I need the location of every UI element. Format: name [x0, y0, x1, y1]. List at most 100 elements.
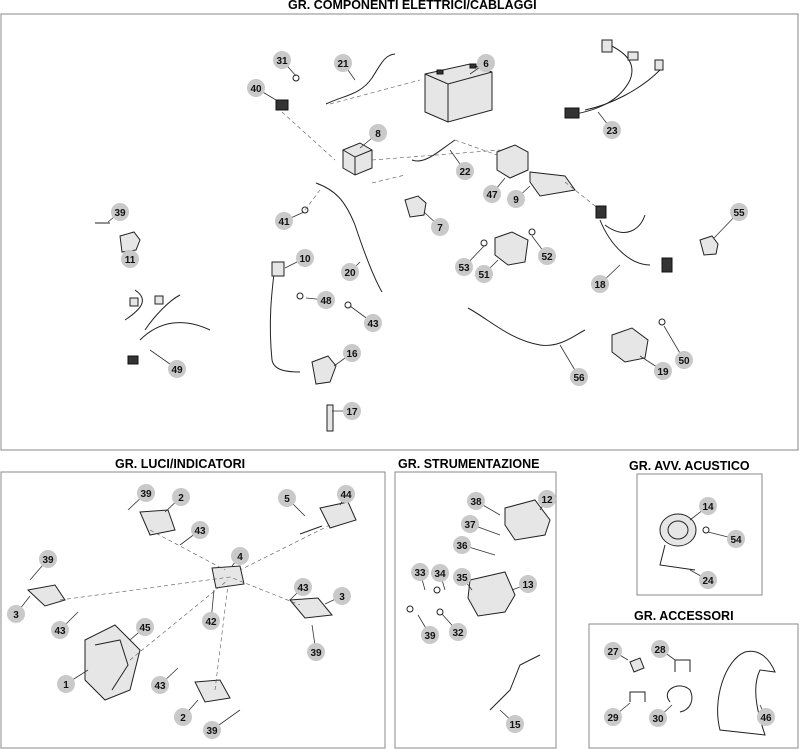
svg-text:43: 43 [297, 583, 309, 594]
callout-43: 43 [151, 676, 169, 694]
svg-text:24: 24 [702, 576, 714, 587]
callout-30: 30 [649, 709, 667, 727]
callout-28: 28 [651, 640, 669, 658]
regulator-part [496, 144, 576, 197]
svg-text:2: 2 [180, 713, 186, 724]
svg-text:41: 41 [278, 217, 290, 228]
part-55 [699, 235, 719, 256]
svg-text:35: 35 [456, 573, 468, 584]
sensor-cable-part [269, 264, 301, 373]
callouts-electrical: 31 21 6 40 8 22 23 47 9 7 39 41 10 11 53… [111, 51, 748, 420]
cover-part [404, 195, 427, 218]
part-41 [301, 206, 309, 214]
svg-text:42: 42 [205, 617, 217, 628]
part-13 [467, 571, 516, 617]
group-title-horn: GR. AVV. ACUSTICO [629, 459, 750, 473]
part-17 [326, 404, 334, 432]
callout-21: 21 [334, 54, 352, 72]
callout-17: 17 [343, 402, 361, 420]
callout-18: 18 [591, 275, 609, 293]
callout-2: 2 [174, 708, 192, 726]
wiring-harness-18-part [595, 205, 673, 273]
callout-23: 23 [603, 121, 621, 139]
wiring-harness-49-part [124, 289, 211, 365]
callout-7: 7 [431, 218, 449, 236]
callout-31: 31 [273, 51, 291, 69]
svg-text:44: 44 [340, 490, 352, 501]
svg-text:11: 11 [125, 255, 136, 266]
callout-4: 4 [231, 547, 249, 565]
svg-text:7: 7 [437, 223, 443, 234]
callout-52: 52 [538, 247, 556, 265]
callout-49: 49 [168, 360, 186, 378]
relay-part [342, 142, 373, 176]
horn-part [659, 513, 697, 571]
part-28 [674, 659, 691, 672]
svg-text:6: 6 [483, 59, 489, 70]
callout-43: 43 [294, 578, 312, 596]
callout-39: 39 [39, 550, 57, 568]
callout-10: 10 [296, 249, 314, 267]
part-51 [494, 231, 529, 266]
svg-text:10: 10 [299, 254, 311, 265]
screw-part [292, 74, 300, 82]
frame-instruments [394, 471, 557, 749]
group-title-lights: GR. LUCI/INDICATORI [115, 457, 246, 471]
callout-1: 1 [57, 675, 75, 693]
svg-text:37: 37 [464, 520, 476, 531]
svg-text:40: 40 [250, 84, 262, 95]
callout-16: 16 [343, 344, 361, 362]
callout-19: 19 [654, 362, 672, 380]
callout-43: 43 [364, 314, 382, 332]
callout-11: 11 [121, 250, 139, 268]
cable-20-part [315, 182, 383, 293]
callout-56: 56 [570, 368, 588, 386]
svg-text:21: 21 [337, 59, 349, 70]
callout-12: 12 [538, 490, 556, 508]
svg-text:39: 39 [114, 208, 126, 219]
callout-37: 37 [461, 515, 479, 533]
callout-48: 48 [317, 291, 335, 309]
part-15 [489, 654, 541, 711]
svg-text:30: 30 [652, 714, 664, 725]
callout-3: 3 [333, 587, 351, 605]
callout-54: 54 [727, 530, 745, 548]
svg-text:52: 52 [541, 252, 553, 263]
svg-text:45: 45 [139, 623, 151, 634]
svg-text:8: 8 [375, 129, 381, 140]
part-11 [119, 231, 141, 253]
callout-41: 41 [275, 212, 293, 230]
part-27 [629, 657, 645, 673]
part-53 [480, 239, 488, 247]
callout-39: 39 [421, 626, 439, 644]
bracket-part [275, 99, 289, 111]
callouts-accessories: 27 28 46 29 30 [604, 640, 775, 727]
part-29 [629, 691, 646, 702]
svg-text:31: 31 [276, 56, 288, 67]
group-title-accessories: GR. ACCESSORI [634, 609, 734, 623]
callout-22: 22 [456, 162, 474, 180]
callout-15: 15 [506, 715, 524, 733]
svg-text:53: 53 [458, 263, 470, 274]
svg-text:33: 33 [414, 568, 426, 579]
callout-39: 39 [307, 643, 325, 661]
callout-46: 46 [757, 708, 775, 726]
svg-text:50: 50 [678, 356, 690, 367]
frame-electrical [0, 13, 799, 451]
callout-3: 3 [7, 605, 25, 623]
svg-text:2: 2 [178, 493, 184, 504]
callout-43: 43 [51, 621, 69, 639]
callout-8: 8 [369, 124, 387, 142]
part-30 [667, 685, 693, 713]
part-48 [296, 292, 304, 300]
svg-text:36: 36 [456, 541, 468, 552]
svg-text:43: 43 [154, 681, 166, 692]
callout-5: 5 [278, 489, 296, 507]
callout-32: 32 [449, 623, 467, 641]
svg-text:16: 16 [346, 349, 358, 360]
svg-text:43: 43 [367, 319, 379, 330]
svg-text:3: 3 [13, 610, 19, 621]
svg-text:38: 38 [470, 497, 482, 508]
callouts-lights: 39 2 5 44 43 4 39 43 3 45 42 3 43 39 1 4… [7, 484, 355, 739]
part-52 [528, 228, 536, 236]
